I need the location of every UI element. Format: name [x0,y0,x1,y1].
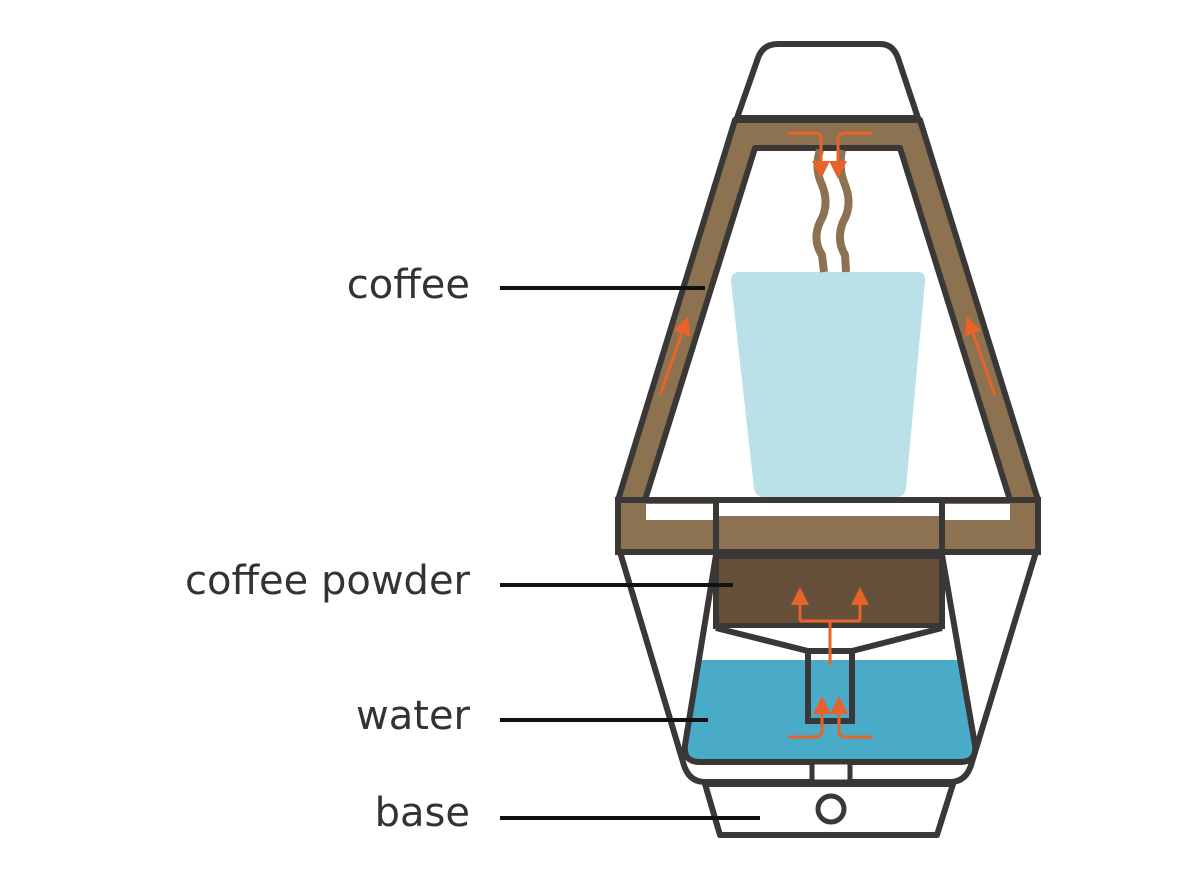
water [684,660,977,760]
lid [734,41,921,121]
label-coffee-powder: coffee powder [185,558,470,604]
label-coffee: coffee [346,262,470,308]
cup [730,272,926,497]
label-base: base [374,790,470,836]
leader-line-coffee [500,286,705,290]
leader-line-water [500,718,708,722]
leader-line-base [500,816,760,820]
power-button [815,793,847,825]
connector [809,759,853,785]
leader-line-coffee-powder [500,583,733,587]
flow-arrows [658,131,997,739]
label-water: water [356,693,470,739]
coffee-powder [713,553,945,629]
